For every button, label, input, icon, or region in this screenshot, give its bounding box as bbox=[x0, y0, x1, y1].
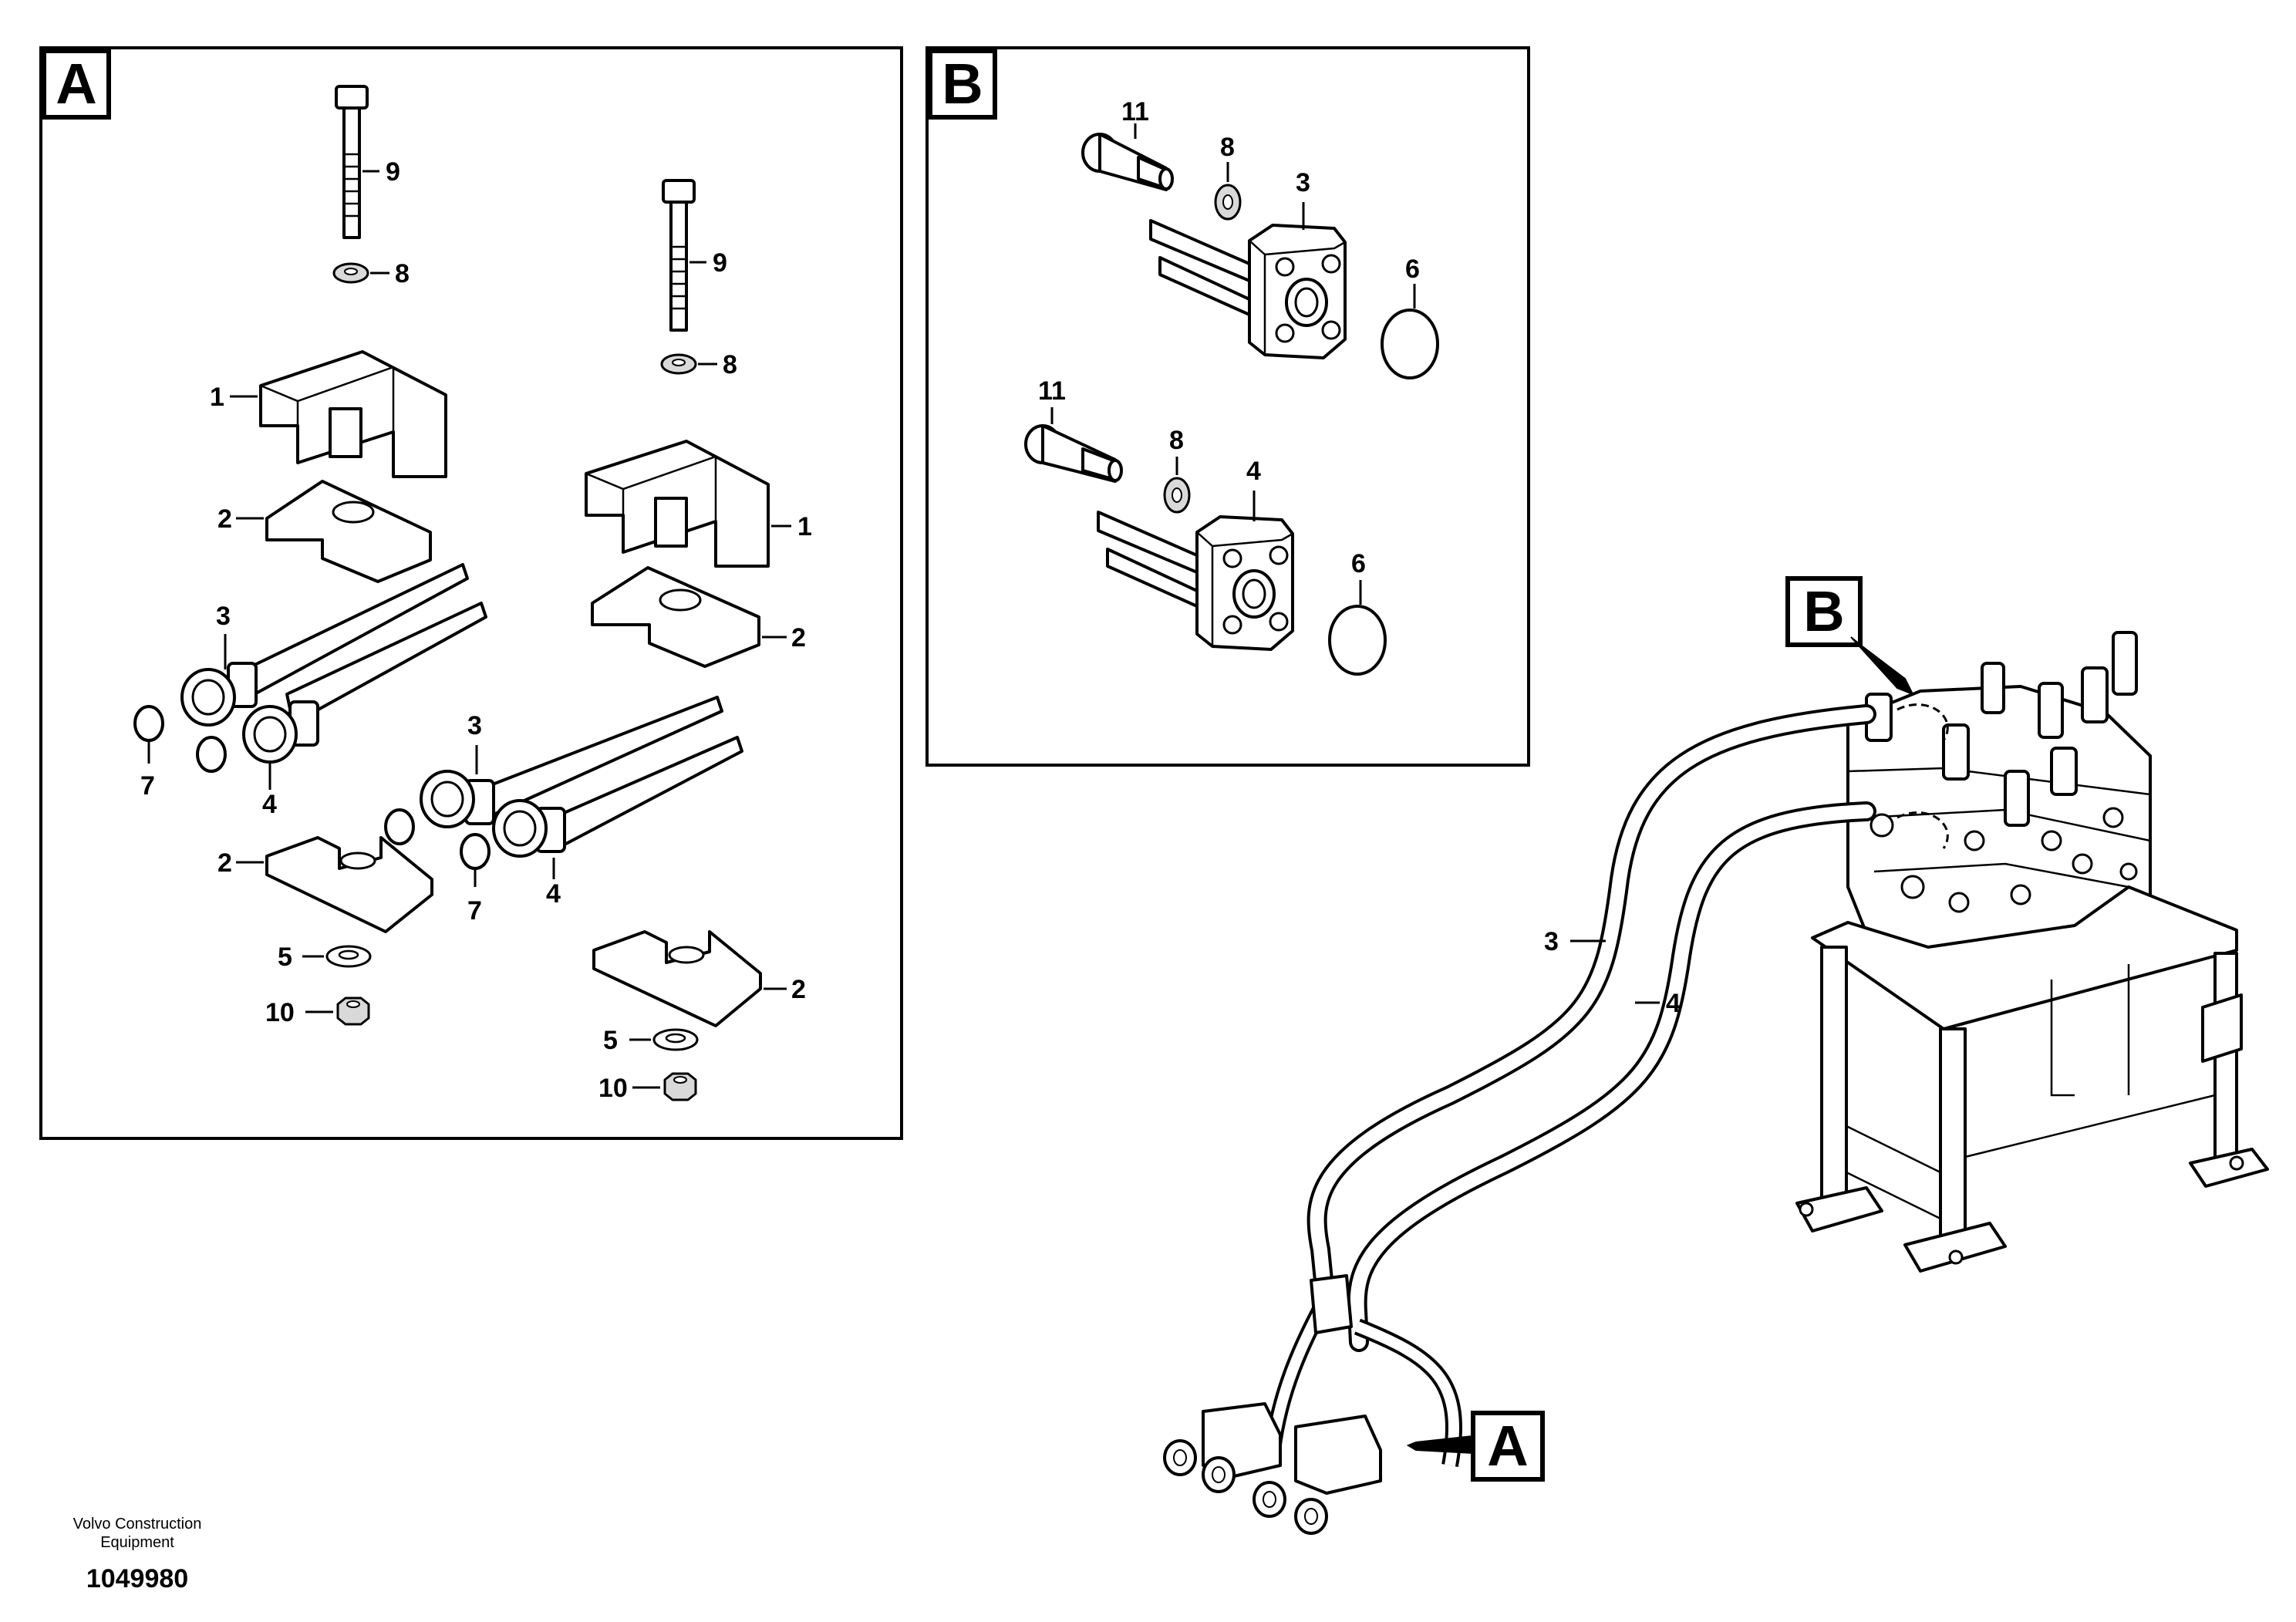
callout-pipe4-left: 4 bbox=[262, 790, 277, 819]
flange-bottom bbox=[1097, 511, 1294, 651]
callout-flange-bottom: 4 bbox=[1246, 457, 1261, 486]
callout-oring-bottom: 6 bbox=[1351, 549, 1366, 578]
callout-washer-top: 8 bbox=[1220, 133, 1235, 162]
mounting-frame bbox=[1795, 885, 2269, 1273]
callout-washer-bottom: 8 bbox=[1169, 426, 1184, 455]
callout-washer-right: 8 bbox=[723, 350, 737, 379]
screw-top bbox=[1081, 133, 1174, 191]
callout-pipe4-right: 4 bbox=[546, 879, 561, 909]
fitting-3-left bbox=[180, 662, 258, 727]
pipe-pair-right bbox=[420, 696, 743, 858]
bracket-left bbox=[259, 350, 447, 478]
nut-left bbox=[336, 996, 370, 1026]
panel-a-frame bbox=[39, 46, 903, 1140]
callout-oring-right: 7 bbox=[467, 896, 482, 926]
callout-flange-top: 3 bbox=[1296, 168, 1310, 197]
panel-b-label: B bbox=[942, 52, 983, 116]
callout-bolt-left: 9 bbox=[386, 157, 400, 187]
washer-bottom bbox=[1163, 477, 1191, 514]
footer-company-line1: Volvo Construction bbox=[73, 1516, 202, 1533]
panel-a-label-box bbox=[42, 49, 111, 120]
footer-company-line2: Equipment bbox=[100, 1534, 174, 1551]
panel-b: B 11 8 3 bbox=[925, 46, 1530, 767]
callout-clamp-lower-left: 2 bbox=[217, 848, 232, 878]
washer5-right bbox=[652, 1028, 699, 1051]
flange-top bbox=[1149, 219, 1347, 359]
clamp-upper-left bbox=[265, 480, 432, 583]
washer-top bbox=[1214, 184, 1242, 221]
callout-assembly-pipe4: 4 bbox=[1666, 989, 1681, 1018]
screw-bottom bbox=[1024, 424, 1123, 483]
callout-screw-bottom: 11 bbox=[1038, 376, 1066, 406]
washer-right bbox=[660, 353, 697, 375]
assembly-label-a: A bbox=[1487, 1414, 1528, 1478]
callout-washer5-left: 5 bbox=[278, 943, 292, 972]
callout-pipe3-right: 3 bbox=[467, 711, 482, 740]
panel-b-frame bbox=[925, 46, 1530, 767]
callout-clamp-upper-right: 2 bbox=[791, 623, 806, 653]
callout-washer-left: 8 bbox=[395, 259, 410, 288]
bolt-left bbox=[335, 85, 369, 239]
assembly-label-b-box bbox=[1785, 576, 1863, 647]
tee-fittings bbox=[1163, 1274, 1462, 1535]
callout-washer5-right: 5 bbox=[603, 1026, 618, 1055]
assembly-view: B bbox=[1163, 576, 2269, 1535]
panel-b-label-box bbox=[928, 49, 997, 120]
callout-nut-left: 10 bbox=[265, 998, 295, 1027]
callout-bolt-right: 9 bbox=[713, 248, 727, 278]
callout-pipe3-left: 3 bbox=[216, 602, 231, 631]
bracket-right bbox=[585, 440, 770, 568]
clamp-upper-right bbox=[591, 566, 760, 668]
oring-bottom bbox=[1328, 605, 1387, 676]
callout-nut-right: 10 bbox=[598, 1074, 628, 1103]
callout-screw-top: 11 bbox=[1121, 97, 1149, 126]
callout-bracket-left: 1 bbox=[210, 383, 224, 412]
oring-right-a bbox=[384, 808, 415, 845]
clamp-lower-right bbox=[592, 930, 762, 1027]
control-valve bbox=[1846, 631, 2152, 953]
callout-oring-left: 7 bbox=[140, 771, 155, 801]
callout-bracket-right: 1 bbox=[797, 512, 812, 541]
oring-right-b bbox=[460, 833, 491, 870]
bolt-right bbox=[662, 179, 696, 332]
oring-left-a bbox=[133, 705, 164, 742]
pointer-b bbox=[1850, 636, 1915, 696]
clamp-lower-left bbox=[265, 836, 433, 933]
oring-left-b bbox=[196, 736, 227, 773]
callout-oring-top: 6 bbox=[1405, 255, 1420, 284]
fitting-4-left bbox=[242, 700, 319, 764]
fitting-4-right bbox=[492, 799, 566, 858]
footer: Volvo Construction Equipment 1049980 bbox=[73, 1516, 202, 1593]
fitting-3-right bbox=[420, 770, 495, 828]
washer-left bbox=[332, 262, 369, 284]
nut-right bbox=[663, 1072, 697, 1101]
callout-clamp-upper-left: 2 bbox=[217, 504, 232, 534]
washer5-left bbox=[325, 945, 372, 968]
assembly-label-a-box bbox=[1471, 1411, 1545, 1482]
pipe-pair-left bbox=[180, 563, 487, 764]
assembly-label-b: B bbox=[1803, 579, 1844, 643]
pointer-a bbox=[1406, 1435, 1474, 1455]
callout-clamp-lower-right: 2 bbox=[791, 975, 806, 1004]
oring-top bbox=[1381, 309, 1439, 379]
callout-assembly-pipe3: 3 bbox=[1544, 927, 1559, 956]
panel-a-label: A bbox=[56, 52, 96, 116]
footer-drawing-number: 1049980 bbox=[86, 1564, 188, 1593]
panel-a: A 9 8 9 8 bbox=[39, 46, 903, 1140]
